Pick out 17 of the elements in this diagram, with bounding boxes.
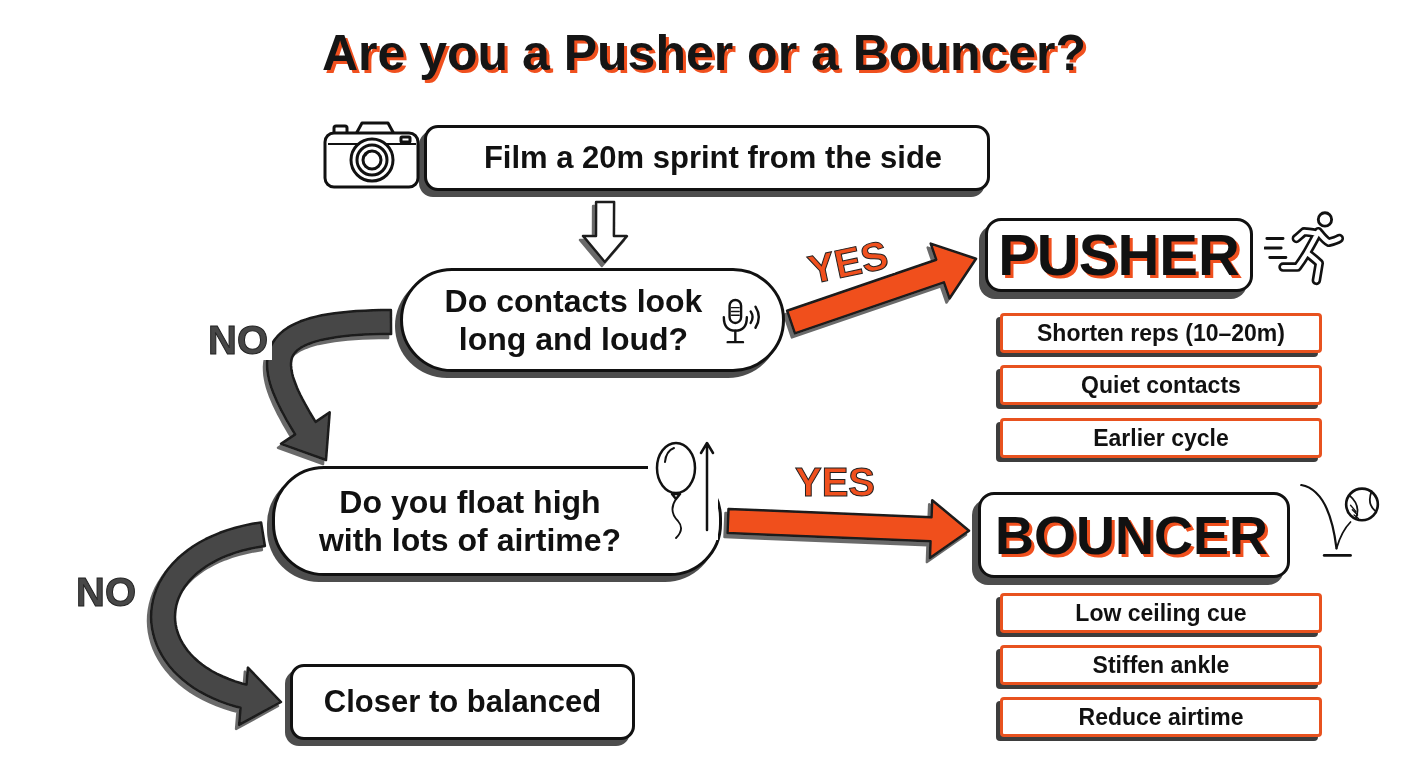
arrow — [581, 200, 629, 264]
title: Are you a Pusher or a Bouncer? — [321, 24, 1087, 83]
tip-text: Quiet contacts — [1081, 370, 1241, 400]
question-text: Do contacts look long and loud? — [443, 281, 704, 359]
tip-text: Shorten reps (10–20m) — [1037, 318, 1285, 348]
tip-text: Stiffen ankle — [1092, 650, 1230, 680]
tip-text: Reduce airtime — [1078, 702, 1244, 732]
step-text: Film a 20m sprint from the side — [483, 138, 943, 177]
arrow — [785, 242, 978, 335]
outcome-text: Closer to balanced — [323, 682, 602, 721]
arrow — [726, 498, 971, 560]
arrow — [265, 308, 393, 462]
result-heading: BOUNCER — [995, 508, 1268, 562]
tip-text: Low ceiling cue — [1075, 598, 1247, 628]
result-heading: PUSHER — [998, 226, 1240, 284]
tip-text: Earlier cycle — [1093, 423, 1229, 453]
question-text: Do you float high with lots of airtime? — [317, 482, 623, 560]
